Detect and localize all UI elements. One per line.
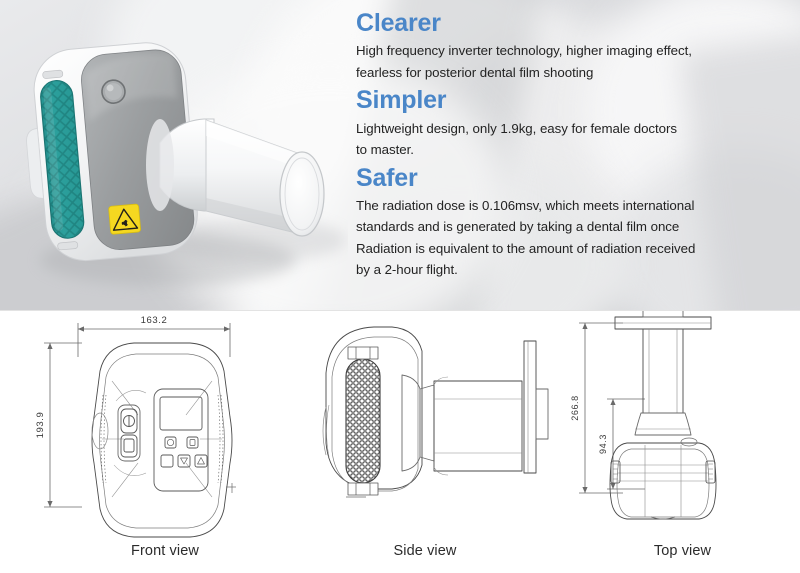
feature-body-line: The radiation dose is 0.106msv, which me… [356, 197, 695, 213]
drawing-front-view: 163.2 193.9 Front view [30, 311, 300, 573]
feature-body-line: to master. [356, 142, 414, 158]
feature-body-line: by a 2-hour flight. [356, 262, 458, 278]
view-label-top: Top view [653, 543, 712, 559]
portable-dental-xray-device-icon [26, 42, 346, 286]
feature-simpler: Simpler Lightweight design, only 1.9kg, … [356, 85, 796, 160]
hero-section: Clearer High frequency inverter technolo… [0, 0, 800, 311]
lcd-screen [159, 396, 203, 431]
front-view-svg: 163.2 193.9 [35, 315, 236, 538]
product-photo [8, 8, 348, 303]
panel-button[interactable] [164, 436, 177, 449]
top-view-svg: 266.8 94.3 [570, 311, 717, 520]
dimension-label-body-width: 94.3 [598, 434, 608, 454]
panel-button[interactable] [177, 454, 191, 468]
feature-title: Simpler [356, 86, 447, 115]
panel-button[interactable] [186, 436, 199, 449]
panel-button[interactable] [160, 454, 174, 468]
view-label-front: Front view [131, 543, 199, 559]
feature-safer: Safer The radiation dose is 0.106msv, wh… [356, 163, 796, 281]
dimension-label-height: 193.9 [35, 412, 46, 439]
drawing-top-view: 266.8 94.3 Top view [565, 311, 800, 573]
feature-body-line: Lightweight design, only 1.9kg, easy for… [356, 120, 677, 136]
feature-body: The radiation dose is 0.106msv, which me… [356, 195, 796, 281]
feature-body-line: standards and is generated by taking a d… [356, 219, 680, 235]
dimension-label-overall-length: 266.8 [570, 395, 580, 421]
feature-title: Clearer [356, 9, 441, 37]
technical-drawings-section: 163.2 193.9 Front view [0, 311, 800, 573]
panel-button[interactable] [194, 454, 208, 468]
feature-body: Lightweight design, only 1.9kg, easy for… [356, 118, 796, 161]
radiation-warning-icon [108, 203, 141, 235]
dimension-label-width: 163.2 [141, 315, 168, 326]
features-copy-column: Clearer High frequency inverter technolo… [356, 8, 796, 283]
drawing-side-view: Side view [290, 311, 560, 573]
feature-title: Safer [356, 163, 418, 192]
knurled-grip-panel [345, 358, 381, 484]
feature-body-line: fearless for posterior dental film shoot… [356, 64, 594, 80]
feature-body-line: Radiation is equivalent to the amount of… [356, 240, 696, 256]
section-divider [0, 310, 800, 311]
feature-clearer: Clearer High frequency inverter technolo… [356, 8, 796, 83]
side-view-svg [322, 326, 549, 498]
feature-body: High frequency inverter technology, high… [356, 40, 796, 83]
feature-body-line: High frequency inverter technology, high… [356, 43, 692, 59]
view-label-side: Side view [393, 543, 457, 559]
cone-end-cap [279, 151, 325, 237]
